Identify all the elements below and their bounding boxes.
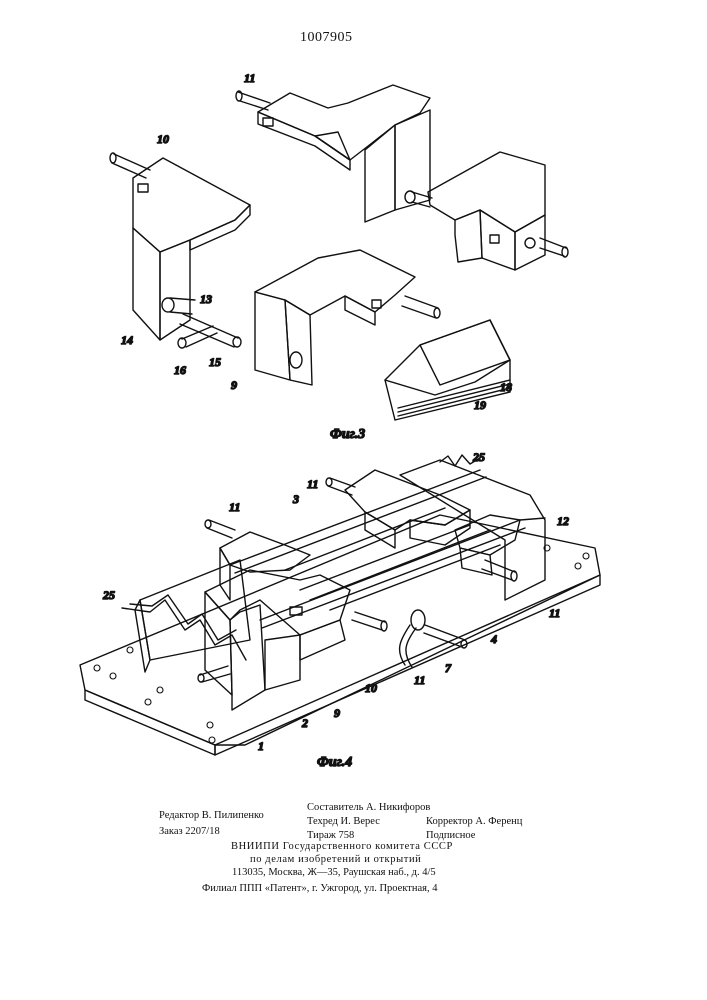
fig3-label-16: 16 xyxy=(174,363,186,377)
fig4-rails xyxy=(230,470,525,628)
fig3-part-18 xyxy=(385,320,510,420)
imprint-compiler: Составитель А. Никифоров xyxy=(307,802,430,813)
imprint-subscription: Подписное xyxy=(426,830,475,841)
fig4-label-11d: 11 xyxy=(414,673,425,687)
imprint-org-line2: по делам изобретений и открытий xyxy=(250,854,421,865)
fig4-label-25a: 25 xyxy=(102,588,115,602)
fig4-label-4: 4 xyxy=(490,632,497,646)
fig4-label-1: 1 xyxy=(258,739,264,753)
fig3-label-10: 10 xyxy=(157,132,169,146)
fig3-label-15: 15 xyxy=(209,355,221,369)
fig4-base-plate xyxy=(80,515,600,745)
fig3-label-13: 13 xyxy=(200,292,212,306)
fig4-block-right xyxy=(455,515,545,581)
fig4-label-7: 7 xyxy=(445,661,452,675)
fig4-label-3: 3 xyxy=(292,492,299,506)
imprint-corrector: Корректор А. Ференц xyxy=(426,816,522,827)
imprint-order: Заказ 2207/18 xyxy=(159,826,220,837)
fig4-label-10: 10 xyxy=(365,681,377,695)
fig4-label-12: 12 xyxy=(557,514,569,528)
fig3-caption: Фиг.3 xyxy=(330,427,365,442)
fig3-part-9 xyxy=(255,250,440,385)
fig4-block-left xyxy=(205,520,310,600)
fig4-label-2: 2 xyxy=(301,716,308,730)
fig4-caption: Фиг.4 xyxy=(317,755,352,770)
imprint-circulation: Тираж 758 xyxy=(307,830,354,841)
imprint-editor: Редактор В. Пилипенко xyxy=(159,810,264,821)
fig3-label-9: 9 xyxy=(231,378,237,392)
fig4-label-11a: 11 xyxy=(307,477,318,491)
fig3-label-11: 11 xyxy=(244,71,255,85)
fig3-label-14: 14 xyxy=(121,333,133,347)
imprint-techred: Техред И. Верес xyxy=(307,816,380,827)
imprint-address: 113035, Москва, Ж—35, Раушская наб., д. … xyxy=(232,867,436,878)
fig3-part-10 xyxy=(110,153,250,348)
fig3-label-18: 18 xyxy=(500,380,512,394)
imprint-branch: Филиал ППП «Патент», г. Ужгород, ул. Про… xyxy=(202,883,437,894)
fig4-label-9: 9 xyxy=(334,706,340,720)
fig3-label-19: 19 xyxy=(474,398,486,412)
fig4-drawing: 11 25 3 11 12 25 11 4 7 11 10 9 2 1 Фиг.… xyxy=(80,450,600,770)
fig4-label-11c: 11 xyxy=(549,606,560,620)
fig4-right-support xyxy=(400,455,545,600)
imprint-org-line1: ВНИИПИ Государственного комитета СССР xyxy=(231,841,453,852)
fig3-part-11 xyxy=(236,85,568,270)
fig4-label-11b: 11 xyxy=(229,500,240,514)
fig4-label-25b: 25 xyxy=(472,450,485,464)
fig3-drawing: 11 10 13 14 16 15 9 19 18 Фиг.3 xyxy=(110,71,568,442)
